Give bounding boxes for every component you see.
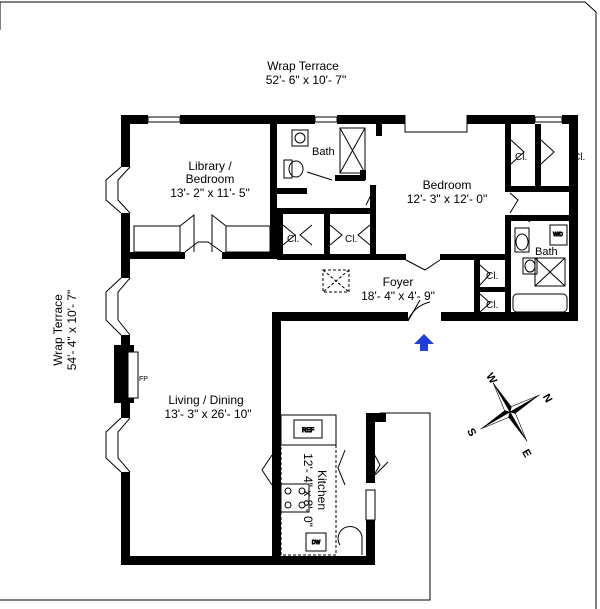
fireplace-hearth	[127, 351, 139, 399]
kitchen-label-group: Kitchen 12'- 4" x 8'- 0"	[301, 453, 329, 527]
bath-north-fixtures	[283, 127, 366, 179]
kitchen-dims: 12'- 4" x 8'- 0"	[301, 453, 315, 527]
skylight	[322, 269, 350, 293]
window-seats	[133, 213, 271, 253]
bedroom-name: Bedroom	[423, 178, 472, 192]
terrace-boundary-inner	[0, 412, 431, 601]
bath-east-label: Bath	[535, 246, 558, 258]
living-dims: 13'- 3" x 26'- 10"	[164, 407, 251, 421]
library-name-line1: Library /	[188, 159, 232, 173]
kitchen-fixtures: REF DW	[280, 414, 376, 556]
compass-n: N	[540, 392, 554, 405]
bath-east-fixtures: W/D	[512, 224, 568, 313]
foyer-dims: 18'- 4" x 4'- 9"	[361, 289, 435, 303]
bedroom-dims: 12'- 3" x 12'- 0"	[407, 192, 487, 206]
fireplace-label: FP	[139, 376, 148, 383]
windows-top	[147, 115, 563, 133]
refrigerator-label: REF	[302, 428, 314, 434]
interior-walls	[130, 124, 569, 321]
closet-label: Cl.	[515, 152, 527, 163]
closet-label: Cl.	[486, 271, 498, 282]
terrace-west-dims: 54'- 4" x 10'- 7"	[65, 290, 79, 370]
library-dims: 13'- 2" x 11'- 5"	[170, 186, 250, 200]
closet-label: Cl.	[486, 300, 498, 311]
compass-e: E	[519, 447, 533, 459]
closet-label: Cl.	[345, 234, 357, 245]
compass-rose-icon	[480, 382, 540, 442]
kitchen-name: Kitchen	[315, 470, 329, 510]
entry-arrow-icon	[414, 334, 434, 351]
window-bays-left	[105, 166, 131, 473]
terrace-west: Wrap Terrace 54'- 4" x 10'- 7"	[51, 290, 79, 370]
washer-dryer-label: W/D	[553, 232, 563, 238]
living-name: Living / Dining	[168, 393, 243, 407]
library-name-line2: Bedroom	[186, 172, 235, 186]
dishwasher-label: DW	[312, 540, 321, 546]
compass-w: W	[483, 371, 499, 387]
terrace-north-label: Wrap Terrace	[267, 59, 339, 73]
bath-north-label: Bath	[312, 146, 335, 158]
door-swings	[184, 139, 555, 486]
terrace-north-dims: 52'- 6" x 10'- 7"	[266, 73, 346, 87]
closet-label: Cl.	[287, 234, 299, 245]
terrace-west-label: Wrap Terrace	[51, 294, 65, 366]
foyer-name: Foyer	[383, 275, 414, 289]
compass-s: S	[464, 426, 478, 438]
closet-label: Cl.	[573, 152, 585, 163]
